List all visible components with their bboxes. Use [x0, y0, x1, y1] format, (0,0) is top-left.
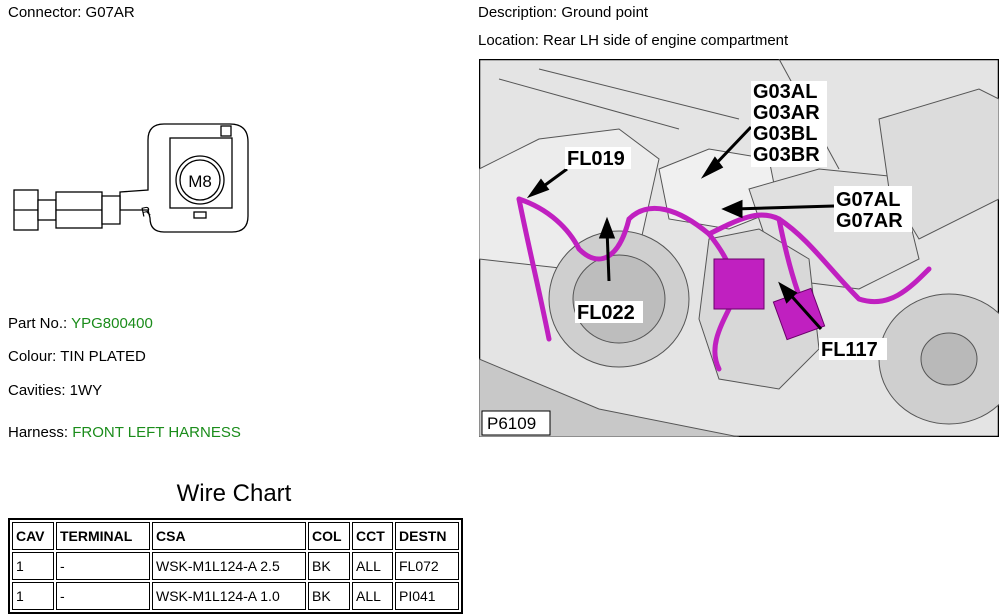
callout-g07ar: G07AR	[836, 210, 903, 232]
location-label: Location: Rear LH side of engine compart…	[478, 32, 789, 49]
harness-row: Harness: FRONT LEFT HARNESS	[8, 424, 241, 442]
cell-col: BK	[308, 582, 350, 610]
header-cav: CAV	[12, 522, 54, 550]
photo-reference: P6109	[487, 414, 536, 433]
header-col: COL	[308, 522, 350, 550]
part-number-row: Part No.: YPG800400	[8, 315, 153, 333]
header-terminal: TERMINAL	[56, 522, 150, 550]
callout-g03br: G03BR	[753, 144, 820, 166]
stud-size-label: M8	[188, 172, 212, 191]
connector-marking: R	[140, 203, 152, 220]
harness-label: Harness:	[8, 424, 69, 441]
header-csa: CSA	[152, 522, 306, 550]
connector-drawing: M8 R	[13, 123, 249, 233]
callout-g07al: G07AL	[836, 189, 900, 211]
cell-cct: ALL	[352, 552, 393, 580]
header-cct: CCT	[352, 522, 393, 550]
cell-csa: WSK-M1L124-A 1.0	[152, 582, 306, 610]
callout-g03bl: G03BL	[753, 123, 817, 145]
cell-destn: FL072	[395, 552, 459, 580]
wire-chart-title: Wire Chart	[176, 480, 292, 507]
table-header-row: CAV TERMINAL CSA COL CCT DESTN	[12, 522, 459, 550]
callout-fl117: FL117	[821, 339, 878, 361]
location-photo: G03AL G03AR G03BL G03BR G07AL G07AR FL01…	[479, 59, 999, 437]
callout-fl019: FL019	[567, 148, 625, 170]
header-destn: DESTN	[395, 522, 459, 550]
description-label: Description: Ground point	[478, 4, 649, 21]
callout-g03al: G03AL	[753, 81, 817, 103]
cell-cav: 1	[12, 582, 54, 610]
cell-terminal: -	[56, 582, 150, 610]
callout-fl022: FL022	[577, 302, 635, 324]
table-row: 1 - WSK-M1L124-A 2.5 BK ALL FL072	[12, 552, 459, 580]
cell-col: BK	[308, 552, 350, 580]
connector-title: Connector: G07AR	[8, 4, 135, 21]
cell-cav: 1	[12, 552, 54, 580]
cell-csa: WSK-M1L124-A 2.5	[152, 552, 306, 580]
colour-label: Colour: TIN PLATED	[8, 348, 146, 365]
callout-g03ar: G03AR	[753, 102, 820, 124]
part-number-link[interactable]: YPG800400	[71, 315, 153, 332]
part-number-label: Part No.:	[8, 315, 68, 332]
cell-cct: ALL	[352, 582, 393, 610]
wire-chart-table: CAV TERMINAL CSA COL CCT DESTN 1 - WSK-M…	[8, 518, 463, 614]
harness-link[interactable]: FRONT LEFT HARNESS	[72, 424, 241, 441]
cell-destn: PI041	[395, 582, 459, 610]
cell-terminal: -	[56, 552, 150, 580]
table-row: 1 - WSK-M1L124-A 1.0 BK ALL PI041	[12, 582, 459, 610]
cavities-label: Cavities: 1WY	[8, 382, 103, 399]
